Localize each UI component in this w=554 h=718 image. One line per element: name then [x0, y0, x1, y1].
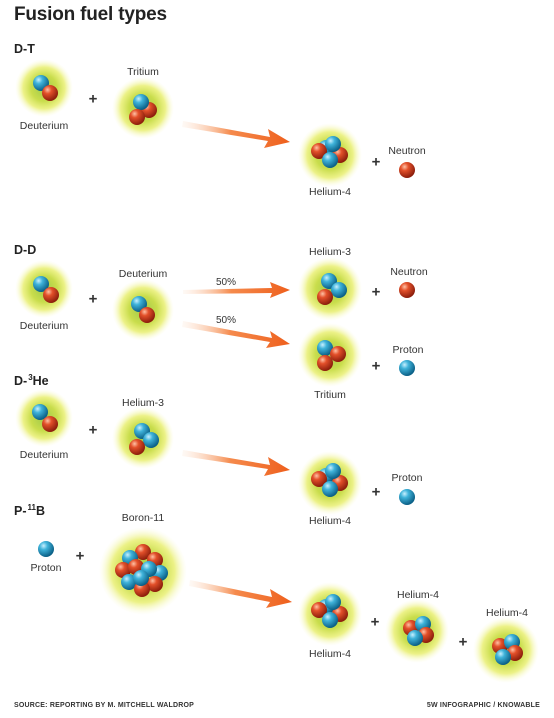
dt-tritium-nucleus [112, 77, 174, 139]
dhe-reaction-arrow [182, 450, 290, 476]
dd-upper-arrow [183, 282, 290, 298]
pb-boron11-nucleus [99, 527, 187, 615]
dhe-label-helium4: Helium-4 [308, 515, 352, 527]
neutron [42, 85, 58, 101]
dt-deuterium-nucleus [15, 59, 73, 117]
dt-plus-1: + [88, 90, 98, 108]
dt-reaction-arrow [182, 121, 290, 148]
dhe-plus-1: + [88, 421, 98, 439]
dt-label-helium4: Helium-4 [308, 186, 352, 198]
pb-helium4-c-nucleus [473, 617, 539, 683]
footer-credit: 5W INFOGRAPHIC / KNOWABLE [426, 702, 540, 709]
dt-label-tritium: Tritium [127, 66, 159, 78]
dd-tritium-nucleus [298, 323, 362, 387]
dd-plus-2: + [371, 283, 381, 301]
proton [133, 94, 149, 110]
dhe-label-proton: Proton [391, 472, 423, 484]
section-title-pb: P-11B [14, 503, 45, 518]
pb-plus-3: + [458, 633, 468, 651]
dhe-label-deuterium: Deuterium [19, 449, 69, 461]
pb-plus-2: + [370, 613, 380, 631]
pb-label-helium4-c: Helium-4 [485, 607, 529, 619]
section-title-dt: D-T [14, 42, 35, 56]
dt-label-deuterium: Deuterium [19, 120, 69, 132]
dd-deuterium-b-nucleus [112, 279, 174, 341]
dt-label-neutron: Neutron [388, 145, 426, 157]
dd-label-tritium: Tritium [314, 389, 346, 401]
dd-label-proton: Proton [392, 344, 424, 356]
dd-branch-2-percent: 50% [216, 315, 237, 326]
dd-helium3-nucleus [298, 257, 362, 321]
dd-label-deuterium-a: Deuterium [19, 320, 69, 332]
pb-helium4-b-nucleus [385, 599, 449, 663]
dd-lower-arrow [182, 321, 290, 348]
pb-label-boron11: Boron-11 [121, 512, 165, 524]
dd-neutron-particle [399, 282, 415, 298]
dt-plus-2: + [371, 153, 381, 171]
dhe-helium3-nucleus [112, 407, 174, 469]
dd-label-deuterium-b: Deuterium [118, 268, 168, 280]
page-title: Fusion fuel types [14, 4, 167, 25]
dhe-label-helium3: Helium-3 [121, 397, 165, 409]
dd-label-neutron: Neutron [390, 266, 428, 278]
dd-label-helium3: Helium-3 [308, 246, 352, 258]
pb-label-helium4-a: Helium-4 [308, 648, 352, 660]
footer-source: SOURCE: REPORTING BY M. MITCHELL WALDROP [14, 702, 195, 709]
pb-label-helium4-b: Helium-4 [396, 589, 440, 601]
pb-proton-particle [38, 541, 54, 557]
section-title-dhe: D-3He [14, 373, 49, 388]
pb-helium4-a-nucleus [298, 582, 362, 646]
dd-branch-1-percent: 50% [216, 277, 237, 288]
pb-label-proton: Proton [30, 562, 62, 574]
dt-neutron-particle [399, 162, 415, 178]
dt-helium4-nucleus [298, 123, 362, 187]
pb-plus-1: + [75, 547, 85, 565]
dhe-deuterium-nucleus [15, 389, 73, 447]
dd-proton-particle [399, 360, 415, 376]
section-title-dd: D-D [14, 243, 37, 257]
dhe-plus-2: + [371, 483, 381, 501]
dd-plus-3: + [371, 357, 381, 375]
neutron [129, 109, 145, 125]
dd-deuterium-a-nucleus [15, 260, 73, 318]
pb-reaction-arrow [189, 580, 292, 608]
dhe-helium4-nucleus [298, 451, 362, 515]
dd-plus-1: + [88, 290, 98, 308]
dhe-proton-particle [399, 489, 415, 505]
